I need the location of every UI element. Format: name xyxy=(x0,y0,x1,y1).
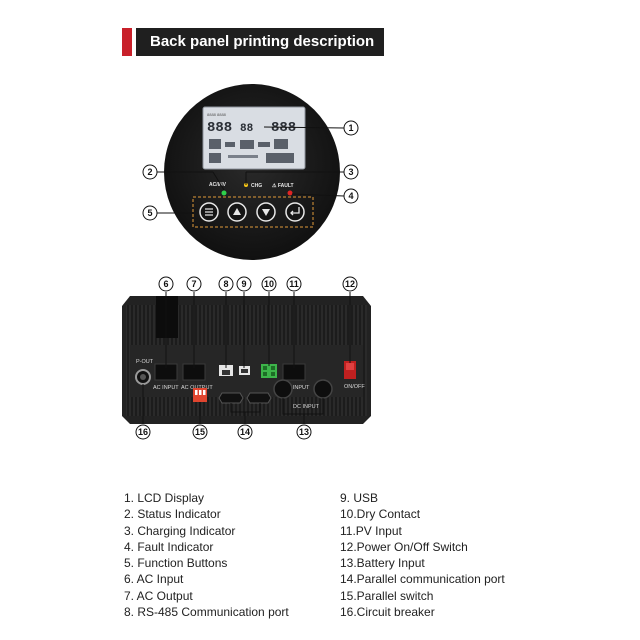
svg-text:AC INPUT: AC INPUT xyxy=(153,385,179,391)
back-panel: P-OUT AC INPUT AC OUTPUT xyxy=(122,292,371,424)
header-banner: Back panel printing description xyxy=(122,28,385,56)
svg-text:2: 2 xyxy=(147,167,152,177)
svg-text:7: 7 xyxy=(191,279,196,289)
svg-text:ON/OFF: ON/OFF xyxy=(344,384,365,390)
fault-led xyxy=(287,190,293,196)
legend-item: 2. Status Indicator xyxy=(124,507,221,522)
rs485-port[interactable] xyxy=(219,365,233,376)
callout-14: 14 xyxy=(237,424,253,440)
svg-text:10: 10 xyxy=(264,279,274,289)
svg-text:13: 13 xyxy=(299,427,309,437)
indicator-label-chg: CHG xyxy=(251,183,262,189)
callout-16: 16 xyxy=(135,424,151,440)
page-title: Back panel printing description xyxy=(136,28,385,56)
callout-1: 1 xyxy=(343,120,359,136)
function-buttons xyxy=(192,196,314,228)
inverter-diagram: 8888 8888 888 88 888 AC/INV CHG ⚠ FAULT xyxy=(122,84,371,440)
legend-item: 11.PV Input xyxy=(340,523,402,538)
callout-9: 9 xyxy=(236,276,252,292)
legend-item: 15.Parallel switch xyxy=(340,588,434,603)
svg-text:DC INPUT: DC INPUT xyxy=(293,404,320,410)
svg-text:4: 4 xyxy=(348,191,353,201)
dry-contact-terminal[interactable] xyxy=(261,364,277,378)
legend-item: 4. Fault Indicator xyxy=(124,539,214,554)
usb-port[interactable] xyxy=(239,366,250,375)
svg-text:14: 14 xyxy=(240,427,250,437)
parallel-communication-port[interactable] xyxy=(218,392,272,404)
callout-2: 2 xyxy=(142,164,158,180)
callout-8: 8 xyxy=(218,276,234,292)
ac-input-port[interactable]: AC INPUT xyxy=(153,363,179,391)
callout-15: 15 xyxy=(192,424,208,440)
callout-5: 5 xyxy=(142,205,158,221)
callout-12: 12 xyxy=(342,276,358,292)
svg-text:6: 6 xyxy=(163,279,168,289)
legend-item: 10.Dry Contact xyxy=(340,507,421,522)
svg-text:8: 8 xyxy=(223,279,228,289)
back-callout-lines xyxy=(142,292,351,424)
callout-13: 13 xyxy=(296,424,312,440)
menu-button[interactable] xyxy=(199,202,219,222)
legend-item: 9. USB xyxy=(340,491,379,505)
legend-item: 16.Circuit breaker xyxy=(340,605,435,620)
svg-text:1: 1 xyxy=(348,123,353,133)
svg-text:PV INPUT: PV INPUT xyxy=(284,385,310,391)
legend-right-column: 9. USB 10.Dry Contact 11.PV Input 12.Pow… xyxy=(340,490,505,620)
header-accent-bar xyxy=(122,28,132,56)
power-switch[interactable]: ON/OFF xyxy=(344,361,365,390)
svg-text:12: 12 xyxy=(345,279,355,289)
svg-text:15: 15 xyxy=(195,427,205,437)
legend-item: 13.Battery Input xyxy=(340,556,425,571)
up-button[interactable] xyxy=(227,202,247,222)
legend-item: 8. RS-485 Communication port xyxy=(124,605,289,620)
circuit-breaker[interactable]: P-OUT xyxy=(135,359,154,385)
enter-icon xyxy=(290,207,300,216)
lcd-display: 8888 8888 888 88 888 xyxy=(202,106,306,170)
front-callout-lines xyxy=(157,126,345,214)
callout-10: 10 xyxy=(261,276,277,292)
svg-text:8888 8888: 8888 8888 xyxy=(207,112,227,117)
svg-text:3: 3 xyxy=(348,167,353,177)
svg-text:11: 11 xyxy=(289,279,299,289)
svg-text:5: 5 xyxy=(147,208,152,218)
legend-item: 12.Power On/Off Switch xyxy=(340,539,468,554)
fault-indicator: ⚠ FAULT xyxy=(272,183,294,196)
svg-text:P-OUT: P-OUT xyxy=(136,359,154,365)
callout-3: 3 xyxy=(343,164,359,180)
svg-text:16: 16 xyxy=(138,427,148,437)
svg-text:9: 9 xyxy=(241,279,246,289)
legend-left-column: 1. LCD Display 2. Status Indicator 3. Ch… xyxy=(124,490,289,620)
status-led xyxy=(221,190,227,196)
parallel-switch[interactable] xyxy=(193,388,207,402)
front-panel: 8888 8888 888 88 888 AC/INV CHG ⚠ FAULT xyxy=(157,84,345,260)
legend-item: 3. Charging Indicator xyxy=(124,523,236,538)
down-arrow-icon xyxy=(262,209,270,216)
svg-text:888: 888 xyxy=(207,120,232,136)
callout-11: 11 xyxy=(286,276,302,292)
enter-button[interactable] xyxy=(285,202,305,222)
down-button[interactable] xyxy=(256,202,276,222)
indicator-label-acinv: AC/INV xyxy=(209,182,227,188)
callout-6: 6 xyxy=(158,276,174,292)
svg-text:888: 888 xyxy=(271,120,296,136)
callout-markers: 1 2 3 4 5 6 7 8 9 10 11 12 13 14 15 16 xyxy=(135,120,359,440)
status-indicator: AC/INV xyxy=(209,182,227,196)
legend-item: 5. Function Buttons xyxy=(124,556,228,571)
callout-7: 7 xyxy=(186,276,202,292)
function-buttons-highlight xyxy=(192,196,314,228)
svg-text:88: 88 xyxy=(240,123,254,135)
up-arrow-icon xyxy=(233,208,241,215)
battery-input-terminals[interactable]: DC INPUT xyxy=(273,379,333,410)
callout-4: 4 xyxy=(343,188,359,204)
legend-item: 6. AC Input xyxy=(124,572,184,587)
menu-icon xyxy=(205,208,213,216)
indicator-label-fault: ⚠ FAULT xyxy=(272,183,294,189)
legend-item: 7. AC Output xyxy=(124,588,193,603)
legend-item: 14.Parallel communication port xyxy=(340,572,505,587)
legend-item: 1. LCD Display xyxy=(124,491,205,505)
